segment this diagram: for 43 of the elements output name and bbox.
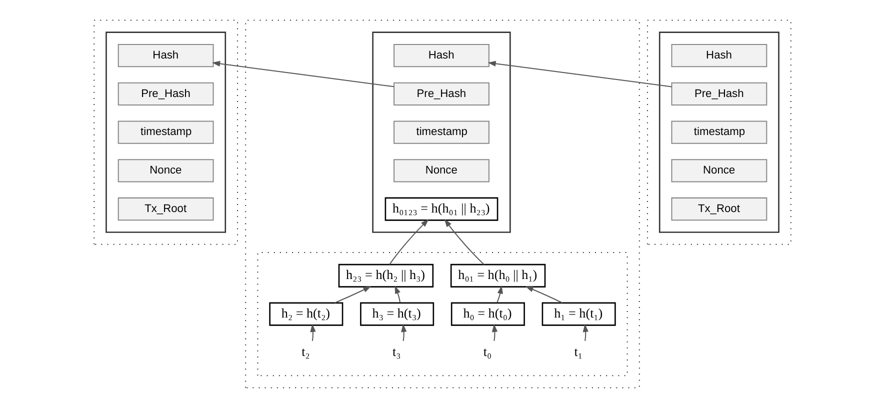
arrow [400,324,406,342]
arrow [491,324,498,342]
node-box: Tx_Root [670,197,767,221]
node-text: t₂ [301,344,310,359]
node-box: h₀ = h(t₀) [450,302,524,326]
node-box: h₀₁ = h(h₀ || h₁) [450,264,546,288]
node-box: Hash [117,44,214,68]
node-text: t₁ [574,344,582,359]
cluster [105,32,226,233]
cluster [646,20,791,245]
node-text: t₃ [392,344,400,359]
node-box: timestamp [117,120,214,144]
node-box: h₂ = h(t₂) [268,302,343,326]
node-box: h₃ = h(t₃) [360,302,434,326]
node-box: h₂₃ = h(h₂ || h₃) [338,264,434,288]
cluster [244,20,640,388]
node-text: t₀ [482,344,492,359]
cluster [93,20,238,245]
arrow [310,324,316,342]
node-box: Nonce [670,159,767,182]
node-box: Nonce [117,159,214,182]
node-box: Pre_Hash [117,82,214,106]
arrow [524,286,562,304]
node-box: h₁ = h(t₁) [541,302,616,326]
node-box: Pre_Hash [393,82,489,106]
arrow [212,60,394,88]
cluster [658,32,779,233]
node-box: Pre_Hash [670,82,767,106]
cluster [372,32,510,233]
arrow [334,286,371,304]
arrow [582,324,588,342]
node-box: Nonce [393,159,489,182]
node-box: h₀₁₂₃ = h(h₀₁ || h₂₃) [384,197,498,221]
arrow [444,218,484,265]
arrow [487,60,672,88]
arrow [496,286,502,303]
cluster [256,252,628,376]
node-box: Hash [670,44,767,68]
node-box: timestamp [393,120,489,144]
node-box: Hash [393,44,489,68]
node-box: timestamp [670,120,767,144]
node-box: Tx_Root [117,197,214,221]
arrow [394,286,400,303]
